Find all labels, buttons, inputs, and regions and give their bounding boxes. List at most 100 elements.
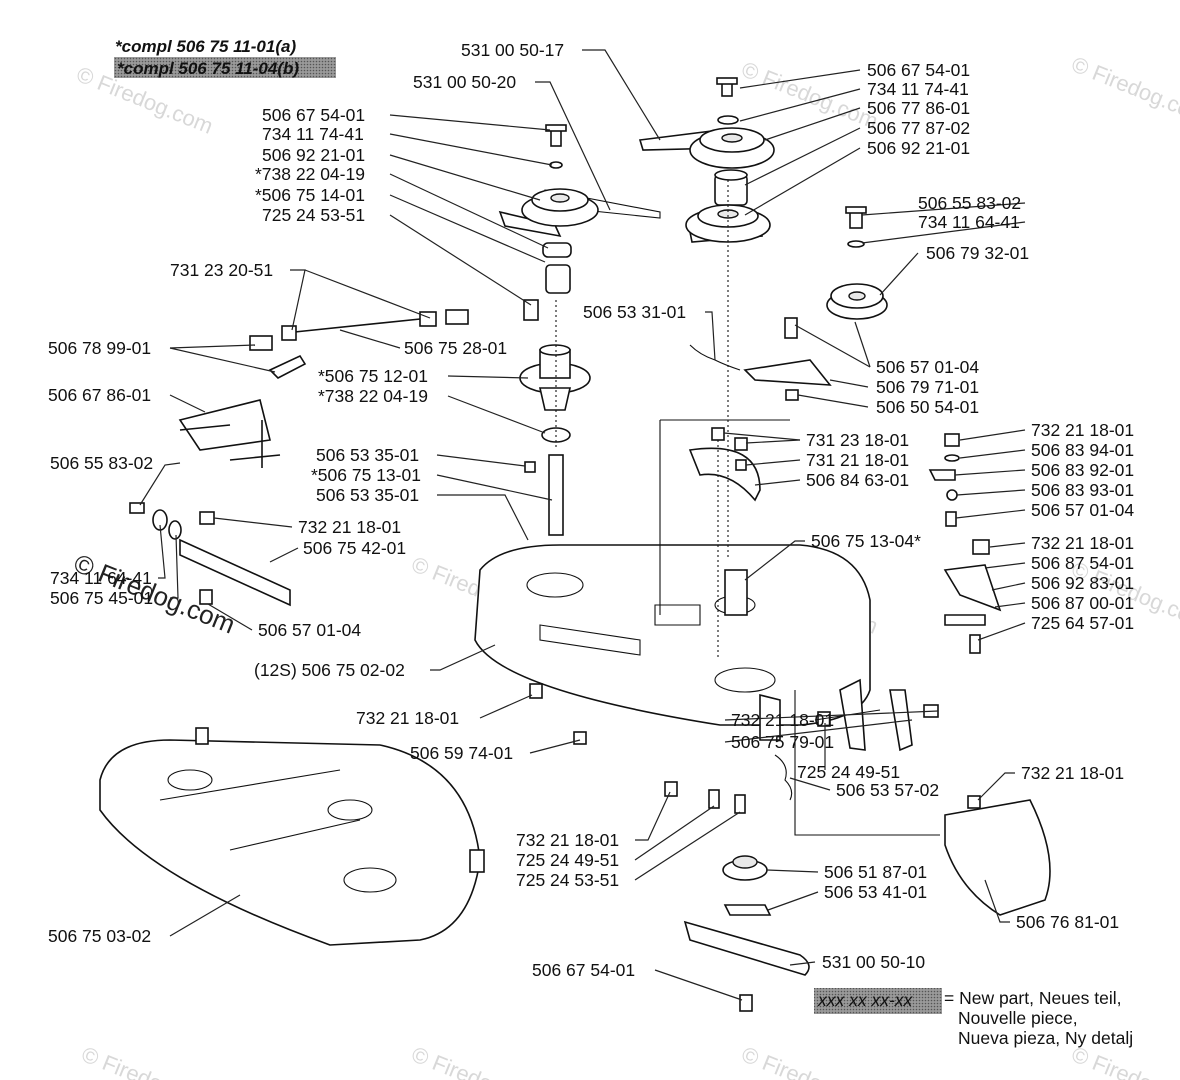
discharge-chute [944,795,1051,916]
part-label: 725 24 49-51 [516,850,619,870]
part-label: *738 22 04-19 [318,386,428,406]
part-label: 506 83 94-01 [1031,440,1134,460]
part-label: 506 57 01-04 [258,620,361,640]
part-label: 506 77 87-02 [867,118,970,138]
part-label: 506 78 99-01 [48,338,151,358]
watermark: © Firedog.com [408,1041,551,1080]
legend: xxx xx xx-xx = New part, Neues teil, Nou… [814,988,1133,1048]
part-label: 506 59 74-01 [410,743,513,763]
legend-line-2: Nouvelle piece, [958,1008,1078,1028]
part-label: 506 79 71-01 [876,377,979,397]
part-label: 506 92 21-01 [867,138,970,158]
part-label: 506 53 35-01 [316,485,419,505]
watermark: © Firedog.com [78,1041,221,1080]
pulley-idler-right [826,206,888,320]
part-label: 732 21 18-01 [516,830,619,850]
part-label: 506 67 54-01 [262,105,365,125]
part-labels: 531 00 50-17 531 00 50-20 506 67 54-01 7… [48,40,1134,980]
part-label: 506 76 81-01 [1016,912,1119,932]
part-label: 506 87 00-01 [1031,593,1134,613]
part-label: 732 21 18-01 [1031,533,1134,553]
part-label: 734 11 74-41 [867,79,969,99]
part-label: 506 92 83-01 [1031,573,1134,593]
leader-lines [139,49,1026,1001]
part-label: 506 53 31-01 [583,302,686,322]
blade-assembly [529,683,810,1012]
part-label: 506 51 87-01 [824,862,927,882]
part-label: 506 75 13-04* [811,531,921,551]
part-label: 531 00 50-20 [413,72,516,92]
part-label: 506 50 54-01 [876,397,979,417]
part-label: *738 22 04-19 [255,164,365,184]
part-label: *506 75 14-01 [255,185,365,205]
mower-deck-cover [99,727,485,946]
watermark: © Firedog.com [1068,51,1180,128]
part-label: 506 77 86-01 [867,98,970,118]
legend-swatch-text: xxx xx xx-xx [817,990,914,1010]
part-label: 506 57 01-04 [1031,500,1134,520]
part-label: 506 53 35-01 [316,445,419,465]
legend-swatch [814,988,942,1014]
part-label: 731 23 18-01 [806,430,909,450]
part-label: *506 75 12-01 [318,366,428,386]
legend-line-3: Nueva pieza, Ny detalj [958,1028,1133,1048]
assembly-code-b: *compl 506 75 11-04(b) [117,59,299,78]
part-label: 506 55 83-02 [50,453,153,473]
part-label: 506 67 54-01 [867,60,970,80]
part-label: 506 75 79-01 [731,732,834,752]
left-linkage [129,502,291,607]
bracket-right-hardware [928,433,1002,654]
assembly-code-a: *compl 506 75 11-01(a) [115,37,296,56]
part-label: 506 83 93-01 [1031,480,1134,500]
spindle-housing [519,299,591,536]
part-label: 732 21 18-01 [1031,420,1134,440]
part-label: 506 92 21-01 [262,145,365,165]
part-label: 731 23 20-51 [170,260,273,280]
part-label: 506 87 54-01 [1031,553,1134,573]
part-label: 732 21 18-01 [298,517,401,537]
part-label: 734 11 64-41 [50,568,152,588]
part-label: 725 24 49-51 [797,762,900,782]
part-label: 506 53 57-02 [836,780,939,800]
part-label: (12S) 506 75 02-02 [254,660,405,680]
pulley-upper-left [521,124,599,294]
part-label: 506 83 92-01 [1031,460,1134,480]
idler-arm [689,317,832,401]
part-label: 531 00 50-17 [461,40,564,60]
part-label: 731 21 18-01 [806,450,909,470]
part-label: 506 79 32-01 [926,243,1029,263]
part-label: 506 53 41-01 [824,882,927,902]
part-label: 732 21 18-01 [356,708,459,728]
part-label: 732 21 18-01 [1021,763,1124,783]
mower-deck-upper [474,544,871,751]
pulley-upper-right [689,77,775,206]
part-label: 506 67 54-01 [532,960,635,980]
part-label: 531 00 50-10 [822,952,925,972]
belt-guard [688,427,761,502]
part-label: 506 75 45-01 [50,588,153,608]
part-label: 506 67 86-01 [48,385,151,405]
part-label: 506 75 28-01 [404,338,507,358]
construction-lines [555,180,940,836]
part-label: 725 24 53-51 [516,870,619,890]
bracket-left [178,399,281,468]
assembly-header: *compl 506 75 11-01(a) *compl 506 75 11-… [114,37,336,78]
watermark: © Firedog.com [738,56,881,133]
part-label: 506 75 03-02 [48,926,151,946]
part-label: 506 55 83-02 [918,193,1021,213]
legend-line-1: = New part, Neues teil, [944,988,1122,1008]
part-label: 506 75 42-01 [303,538,406,558]
part-label: 725 64 57-01 [1031,613,1134,633]
part-label: 734 11 74-41 [262,124,364,144]
part-label: 732 21 18-01 [731,710,834,730]
part-label: 506 84 63-01 [806,470,909,490]
part-label: 725 24 53-51 [262,205,365,225]
watermark: © Firedog.com [738,1041,881,1080]
part-label: 734 11 64-41 [918,212,1020,232]
tie-rod [249,309,469,379]
part-label: 506 57 01-04 [876,357,979,377]
part-label: *506 75 13-01 [311,465,421,485]
assembly-code-b-highlight [114,57,336,78]
